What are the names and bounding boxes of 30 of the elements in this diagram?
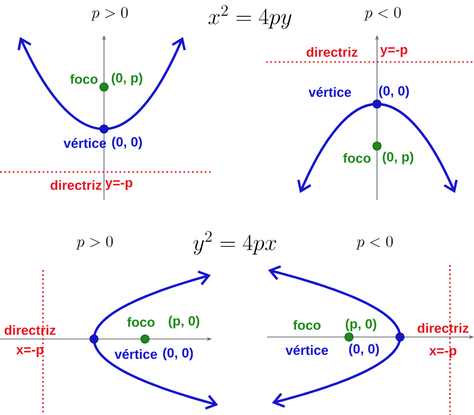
case-label: $p > 0$ bbox=[91, 6, 128, 21]
point-label: (0, p) bbox=[382, 152, 414, 164]
point-label: foco bbox=[127, 317, 155, 327]
point-label: vértice bbox=[114, 349, 158, 359]
point-label: (p, 0) bbox=[346, 318, 376, 332]
point-label: (0, 0) bbox=[163, 348, 193, 360]
point-label: vértice bbox=[308, 87, 352, 97]
equation: $x^2 = 4py$ bbox=[208, 5, 292, 29]
point-label: directriz bbox=[306, 47, 358, 57]
point-label: directriz bbox=[50, 180, 102, 190]
equation: $y^2 = 4px$ bbox=[193, 231, 276, 255]
point-label: x=-p bbox=[429, 348, 456, 358]
point-label: vértice bbox=[286, 345, 328, 355]
point-label: (0, 0) bbox=[112, 136, 142, 150]
point-label: y=-p bbox=[380, 47, 408, 57]
point-label: directriz bbox=[418, 323, 468, 333]
point-label: (p, 0) bbox=[168, 316, 200, 328]
point-label: vértice bbox=[64, 138, 106, 148]
point-label: directriz bbox=[4, 325, 56, 335]
case-label: $p < 0$ bbox=[364, 6, 401, 21]
point-label: foco bbox=[293, 320, 321, 330]
case-label: $p < 0$ bbox=[356, 236, 393, 250]
point-label: (0, 0) bbox=[379, 86, 409, 98]
point-label: (0, p) bbox=[112, 72, 142, 86]
point-label: x=-p bbox=[16, 347, 44, 357]
point-label: foco bbox=[70, 74, 98, 84]
point-label: y=-p bbox=[105, 180, 132, 190]
point-label: (0, 0) bbox=[349, 344, 379, 356]
point-label: foco bbox=[343, 153, 371, 163]
case-label: $p > 0$ bbox=[76, 236, 113, 250]
